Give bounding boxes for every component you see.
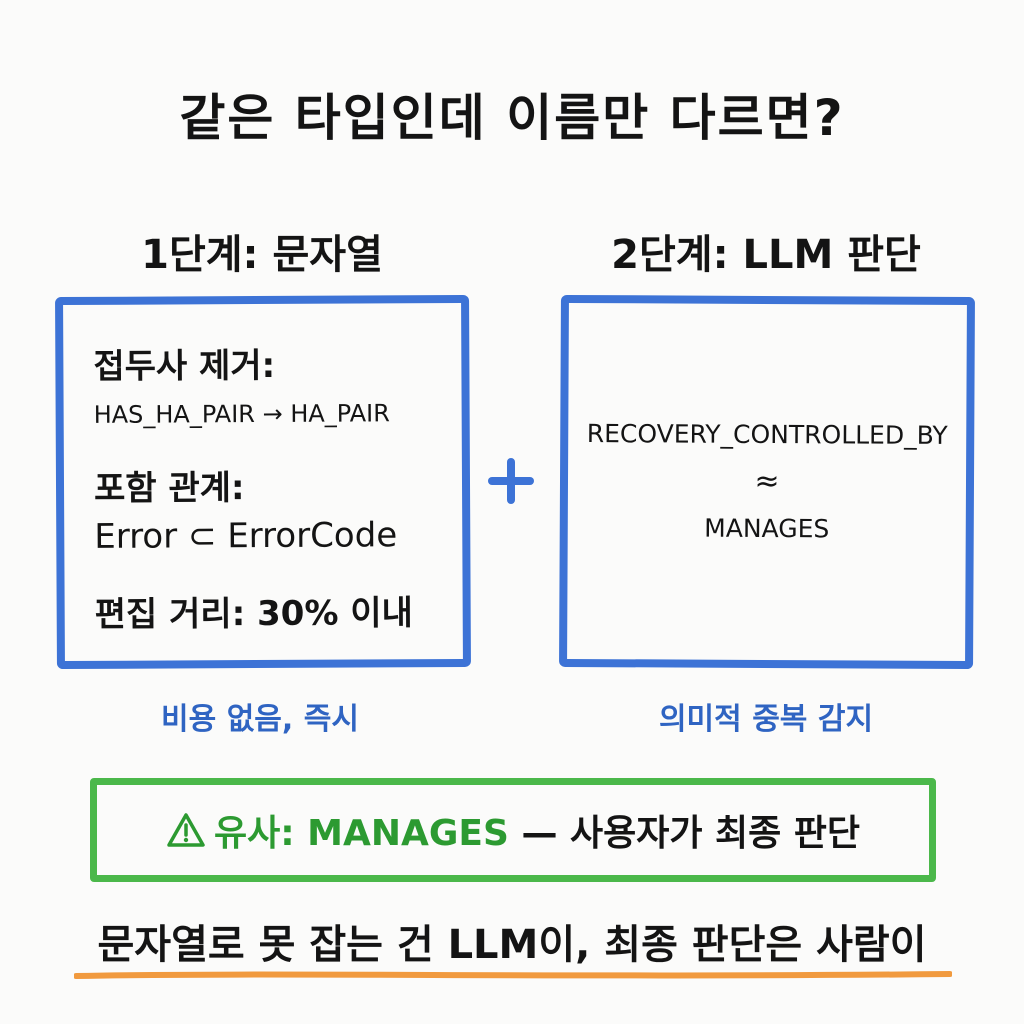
page-title: 같은 타입인데 이름만 다르면? (179, 89, 845, 147)
inclusion-rule-example: Error ⊂ ErrorCode (94, 515, 398, 557)
edit-distance-rule: 편집 거리: 30% 이내 (94, 593, 413, 635)
relation-a: RECOVERY_CONTROLLED_BY (586, 419, 948, 450)
prefix-rule-label: 접두사 제거: (93, 345, 276, 387)
prefix-rule-example: HAS_HA_PAIR → HA_PAIR (93, 399, 390, 429)
stage1-box: 접두사 제거: HAS_HA_PAIR → HA_PAIR 포함 관계: Err… (55, 294, 471, 670)
result-box: 유사: MANAGES — 사용자가 최종 판단 (90, 778, 936, 882)
stage2-box: RECOVERY_CONTROLLED_BY ≈ MANAGES (559, 294, 975, 670)
stage2-heading: 2단계: LLM 판단 (611, 232, 921, 278)
warning-icon (167, 813, 205, 847)
stage2-caption: 의미적 중복 감지 (658, 702, 874, 737)
conclusion-underline (74, 971, 952, 979)
plus-icon (488, 458, 534, 504)
inclusion-rule-label: 포함 관계: (93, 468, 245, 509)
conclusion-text: 문자열로 못 잡는 건 LLM이, 최종 판단은 사람이 (97, 922, 927, 968)
relation-b: MANAGES (704, 513, 830, 544)
stage1-heading: 1단계: 문자열 (141, 232, 383, 278)
stage1-caption: 비용 없음, 즉시 (161, 702, 359, 737)
result-note: — 사용자가 최종 판단 (508, 813, 860, 854)
approx-symbol: ≈ (754, 463, 780, 500)
similar-label: 유사: MANAGES (213, 813, 509, 854)
